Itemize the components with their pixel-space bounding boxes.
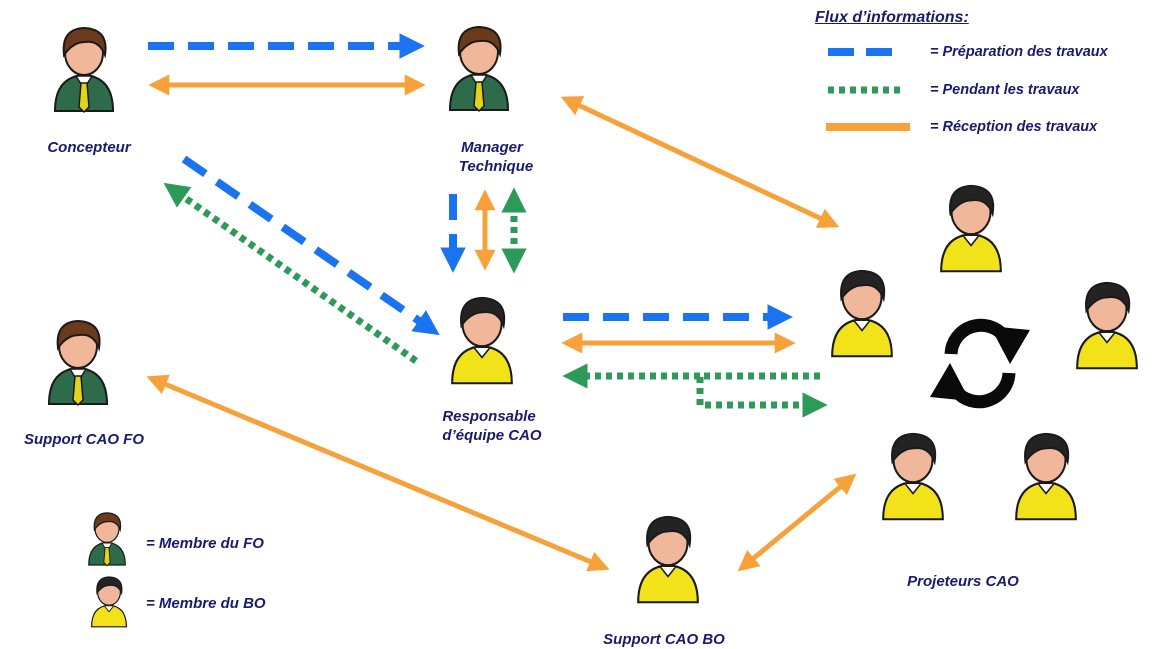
manager-label-line2: Technique xyxy=(458,158,534,175)
responsable-label-line2: d’équipe CAO xyxy=(442,427,542,444)
projeteur-1-icon xyxy=(939,184,1003,273)
manager-person-icon xyxy=(448,25,510,113)
fo-member-label: = Membre du FO xyxy=(146,535,264,552)
flow-responsable-concepteur-pendant xyxy=(163,182,419,364)
legend-label-reception: = Réception des travaux xyxy=(930,119,1098,135)
projeteur-3-icon xyxy=(1075,281,1139,370)
flow-concepteur-responsable-preparation xyxy=(181,155,440,336)
responsable-person-icon xyxy=(450,296,514,385)
projeteur-2-icon xyxy=(830,269,894,358)
legend-label-pendant: = Pendant les travaux xyxy=(930,82,1080,98)
fo-member-icon xyxy=(88,512,126,567)
support-fo-person-icon xyxy=(47,319,109,407)
manager-label-line1: Manager xyxy=(461,139,523,156)
concepteur-person-icon xyxy=(53,26,115,114)
bo-member-label: = Membre du BO xyxy=(146,595,266,612)
support-fo-label: Support CAO FO xyxy=(24,431,144,448)
flow-manager-projeteurs-reception xyxy=(560,96,840,228)
cycle-arrowhead-bottom xyxy=(930,363,970,401)
flow-supportfo-supportbo-reception xyxy=(146,374,610,572)
flow-projeteurs-responsable-pendant xyxy=(696,372,828,418)
support-bo-person-icon xyxy=(636,515,700,604)
legend-title: Flux d’informations: xyxy=(815,9,969,26)
support-bo-label: Support CAO BO xyxy=(603,631,725,648)
concepteur-label: Concepteur xyxy=(47,139,131,156)
bo-member-icon xyxy=(90,576,128,628)
legend-label-preparation: = Préparation des travaux xyxy=(930,44,1108,60)
projeteur-4-icon xyxy=(881,432,945,521)
flow-supportbo-projeteurs-reception xyxy=(737,473,857,572)
projeteurs-label: Projeteurs CAO xyxy=(907,573,1019,590)
cycle-arrowhead-top xyxy=(990,326,1030,364)
projeteur-5-icon xyxy=(1014,432,1078,521)
responsable-label-line1: Responsable xyxy=(442,408,536,425)
